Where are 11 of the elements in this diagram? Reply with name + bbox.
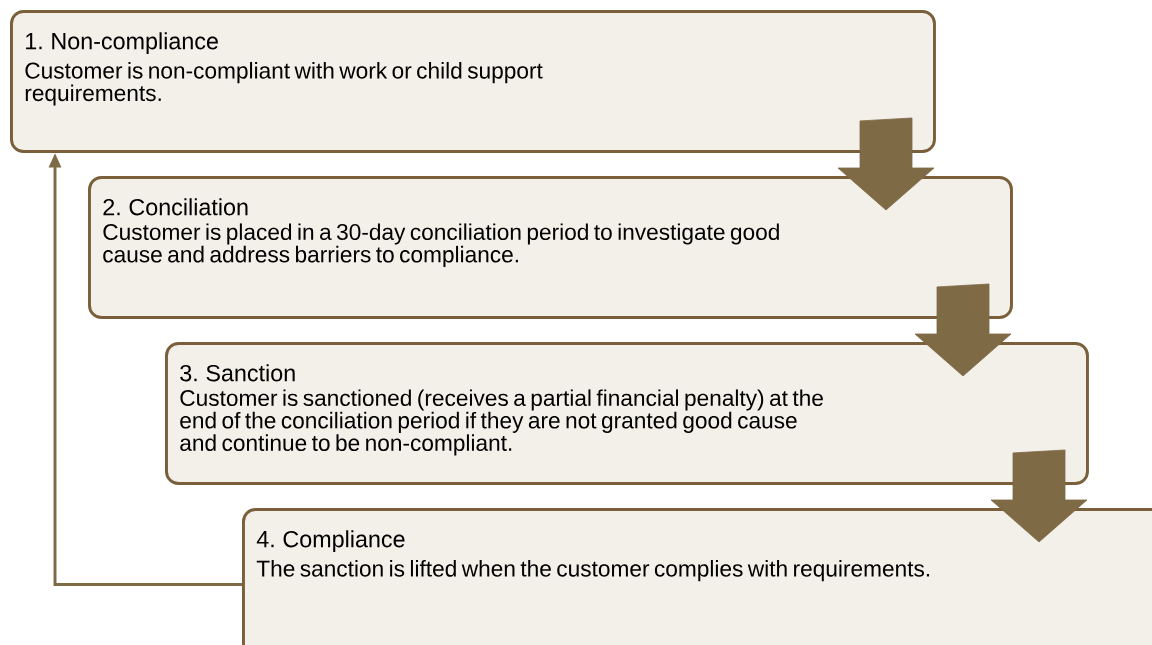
step-text: 3. Sanction Customer is sanctioned (receives a partial financial penalty) at the end of the conciliation period if they are not granted good cause and continue to be non-compliant. bbox=[180, 364, 823, 456]
step-text: 2. Conciliation Customer is placed in a 30-day conciliation period to investigate good cause and address barriers to compliance. bbox=[103, 198, 779, 267]
step-text: 4. Compliance The sanction is lifted when the customer complies with requirements. bbox=[256, 530, 930, 582]
arrow bbox=[990, 449, 1088, 543]
arrow bbox=[837, 117, 935, 211]
process-box bbox=[88, 176, 1013, 319]
process-box bbox=[10, 10, 936, 153]
arrow bbox=[914, 283, 1012, 377]
step-text: 1. Non-compliance Customer is non-compliant with work or child support requirements. bbox=[25, 32, 543, 106]
process-box bbox=[165, 342, 1089, 485]
process-box bbox=[242, 508, 1152, 645]
